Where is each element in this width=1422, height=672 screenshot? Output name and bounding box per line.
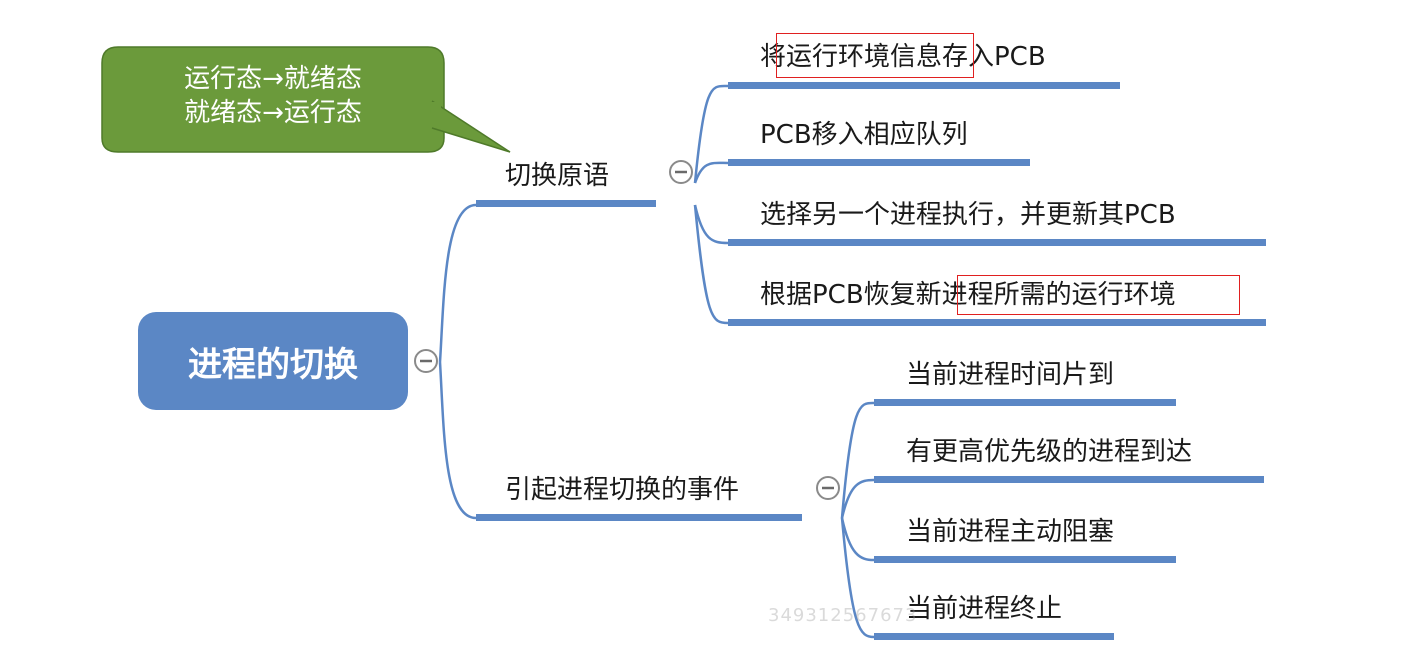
leaf-node[interactable]: 将运行环境信息存入PCB (760, 42, 1046, 72)
watermark: 349312567673 (768, 605, 918, 626)
leaf-node[interactable]: 当前进程主动阻塞 (906, 517, 1115, 547)
connector-b1-c1 (693, 84, 729, 184)
underline-b2-c1 (874, 399, 1176, 406)
leaf-node[interactable]: PCB移入相应队列 (760, 120, 968, 150)
leaf-node[interactable]: 选择另一个进程执行，并更新其PCB (760, 200, 1176, 230)
highlight-box (776, 33, 974, 78)
callout-text: 运行态→就绪态 就绪态→运行态 (102, 62, 444, 130)
underline-b1-c1 (728, 82, 1120, 89)
underline-branch1 (476, 200, 656, 207)
connector-b2-c1 (840, 401, 875, 519)
underline-branch2 (476, 514, 802, 521)
connector-root-branch2 (438, 361, 477, 520)
underline-b1-c4 (728, 319, 1266, 326)
root-node[interactable]: 进程的切换 (138, 312, 408, 410)
underline-b2-c2 (874, 476, 1264, 483)
branch-node-switch-primitive[interactable]: 切换原语 (505, 161, 610, 191)
collapse-minus-icon[interactable] (414, 349, 438, 373)
connector-b2-c4 (840, 517, 875, 639)
highlight-box (957, 275, 1240, 315)
connector-b1-c2 (693, 161, 729, 184)
callout-bubble (101, 46, 445, 153)
underline-b1-c3 (728, 239, 1266, 246)
leaf-node[interactable]: 有更高优先级的进程到达 (906, 437, 1193, 467)
connector-b2-c3 (840, 517, 875, 562)
leaf-node[interactable]: 当前进程终止 (906, 594, 1063, 624)
leaf-node[interactable]: 当前进程时间片到 (906, 360, 1115, 390)
leaf-node[interactable]: 根据PCB恢复新进程所需的运行环境 (760, 280, 1176, 310)
connector-root-branch1 (438, 203, 477, 363)
connector-b2-c2 (840, 478, 875, 519)
connector-b1-c3 (693, 204, 729, 245)
collapse-minus-icon[interactable] (669, 160, 693, 184)
connector-b1-c4 (693, 204, 729, 325)
collapse-minus-icon[interactable] (816, 476, 840, 500)
branch-node-switch-events[interactable]: 引起进程切换的事件 (505, 475, 740, 505)
callout-line: 运行态→就绪态 (184, 64, 362, 94)
callout-line: 就绪态→运行态 (184, 98, 362, 128)
underline-b2-c3 (874, 556, 1176, 563)
underline-b1-c2 (728, 159, 1030, 166)
underline-b2-c4 (874, 633, 1114, 640)
